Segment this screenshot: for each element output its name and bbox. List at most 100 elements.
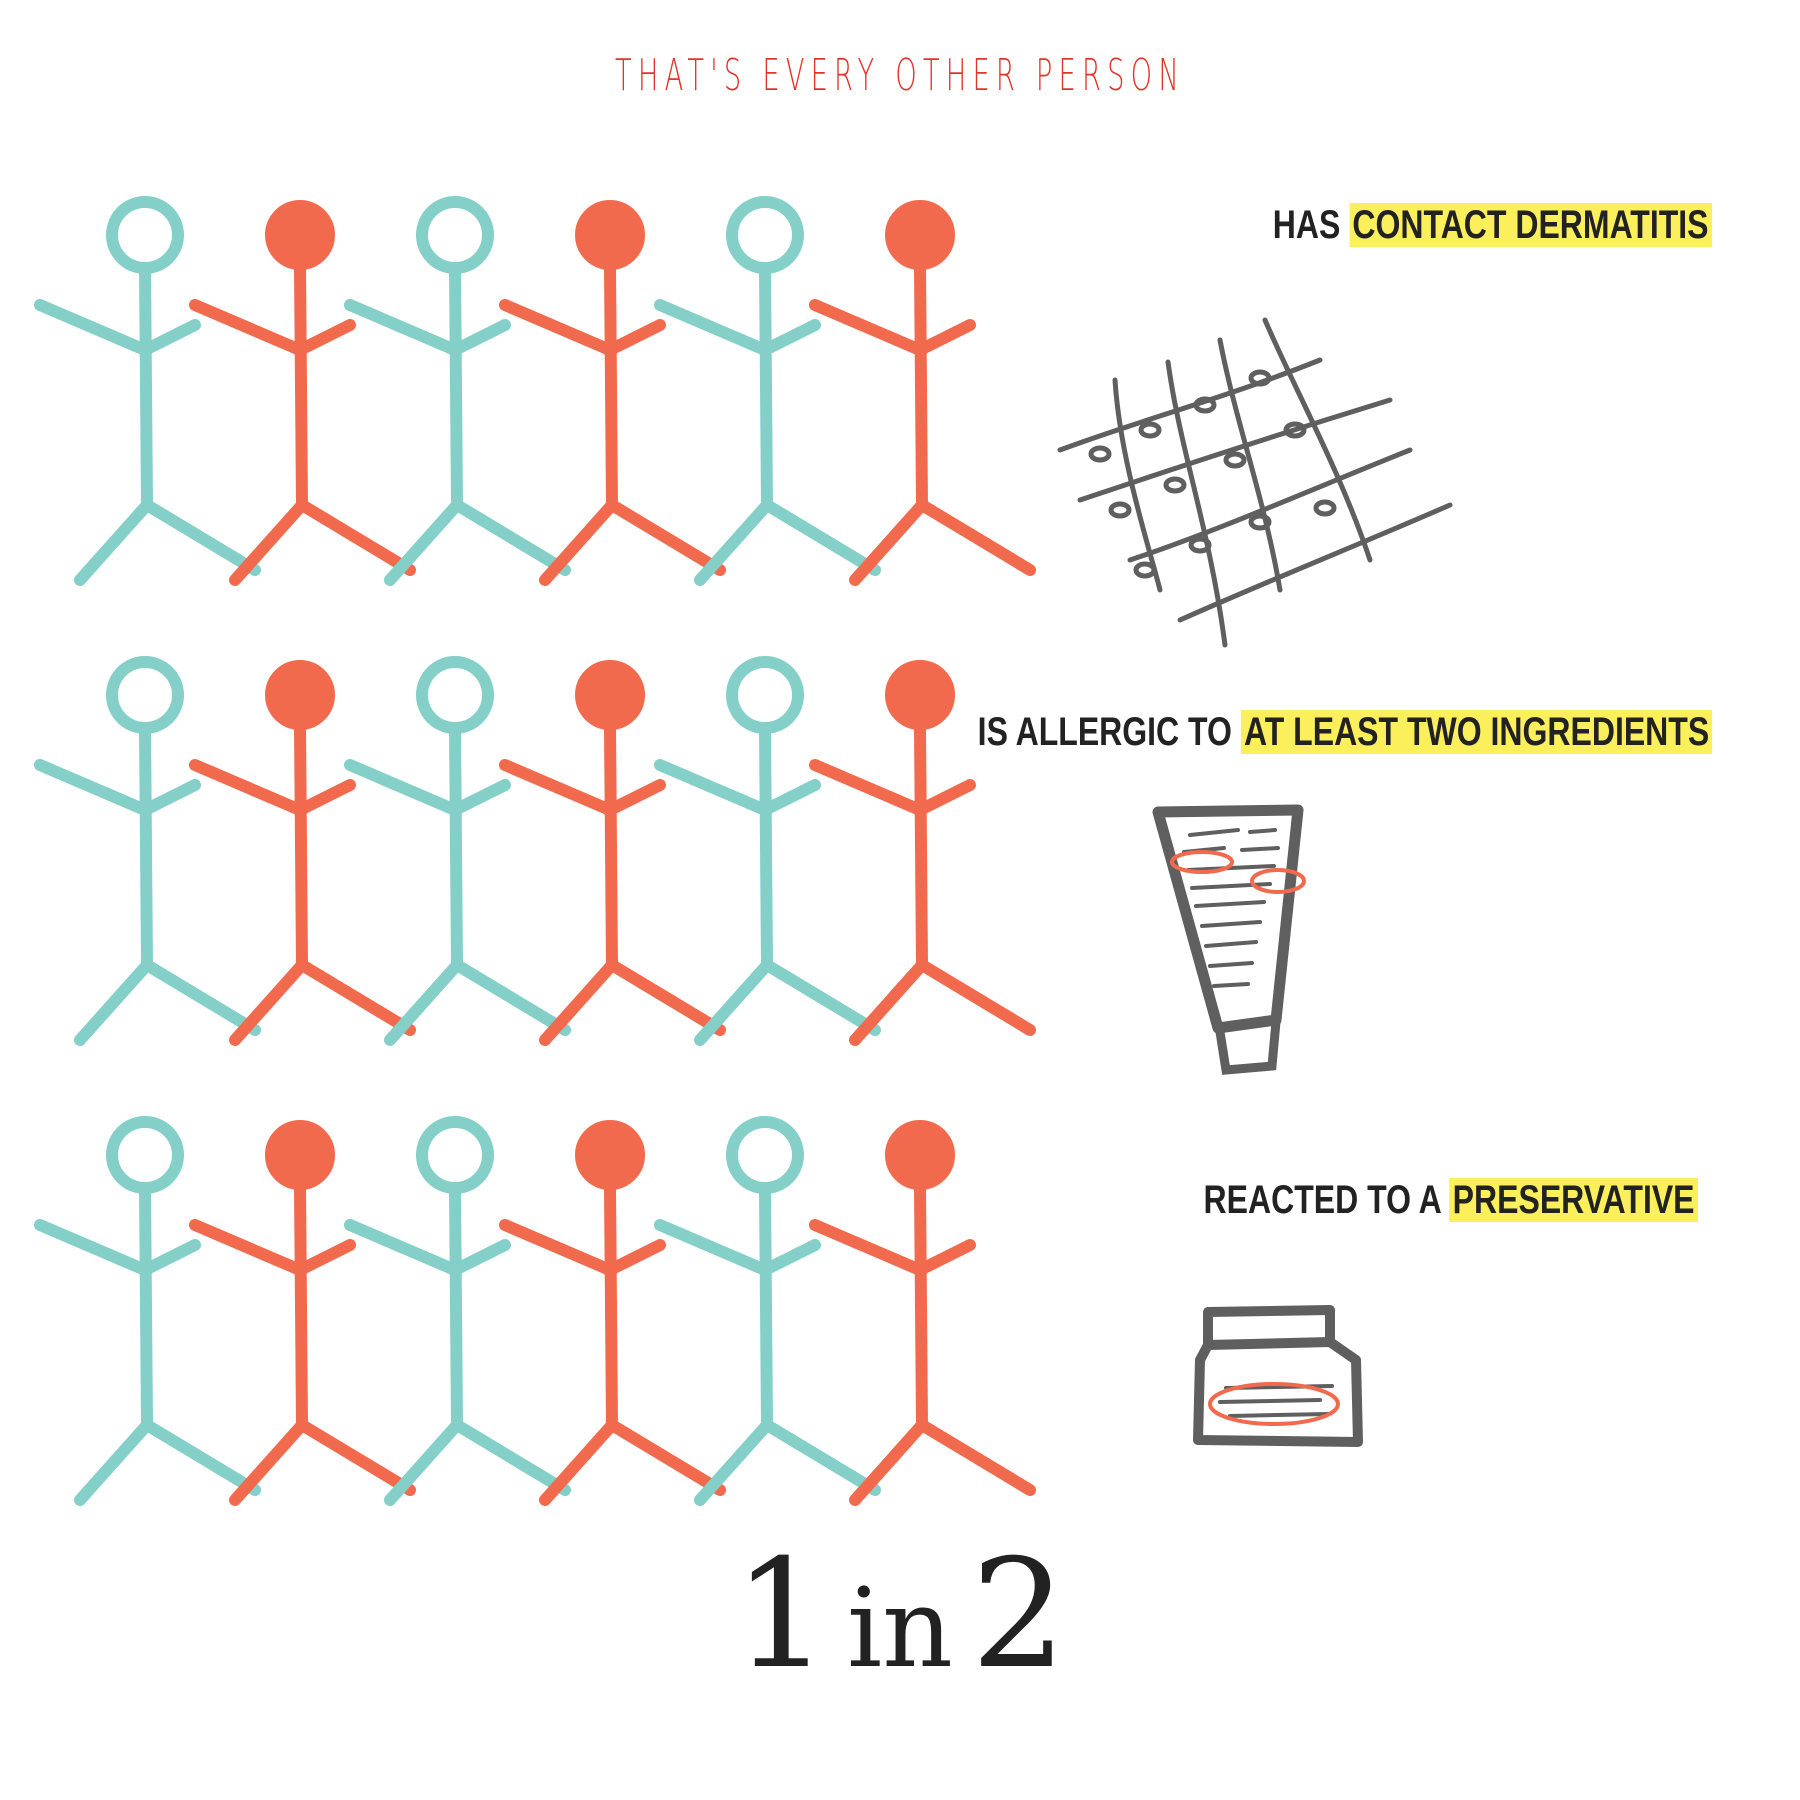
figure-right-arm [449, 1239, 511, 1276]
figure-body [914, 722, 928, 971]
stick-figure-grid [34, 196, 1036, 1506]
figure-right-arm [914, 779, 976, 816]
figure-left-leg [74, 1419, 153, 1506]
ratio-one: 1 [733, 1528, 829, 1702]
figure-left-leg [384, 1419, 463, 1506]
header-title: THAT'S EVERY OTHER PERSON [615, 50, 1185, 101]
figure-right-arm [294, 779, 356, 816]
stick-figure-orange [809, 200, 1036, 586]
figure-right-arm [759, 319, 821, 356]
figure-body [449, 1182, 463, 1431]
figure-left-leg [229, 499, 308, 586]
figure-right-arm [604, 779, 666, 816]
stick-figure-orange [189, 1120, 416, 1506]
figure-body [449, 722, 463, 971]
figure-body [759, 722, 773, 971]
figure-head [885, 200, 955, 270]
figure-left-arm [654, 759, 771, 816]
figure-right-arm [914, 1239, 976, 1276]
statement-preservative: REACTED TO A PRESERVATIVE [1204, 1178, 1698, 1223]
figure-left-arm [809, 1219, 926, 1276]
figure-head [575, 660, 645, 730]
figure-right-leg [451, 1419, 571, 1496]
stick-figure-orange [809, 1120, 1036, 1506]
figure-head [726, 656, 804, 734]
figure-head [416, 656, 494, 734]
figure-right-leg [761, 1419, 881, 1496]
cream-tube-icon [1152, 804, 1306, 1075]
stick-figure-teal [654, 196, 881, 586]
figure-right-leg [296, 959, 416, 1036]
figure-body [139, 1182, 153, 1431]
figure-left-arm [499, 299, 616, 356]
figure-right-leg [606, 499, 726, 576]
figure-left-arm [809, 759, 926, 816]
figure-body [759, 262, 773, 511]
figure-head [416, 1116, 494, 1194]
figure-body [759, 1182, 773, 1431]
figure-left-leg [694, 499, 773, 586]
figure-body [449, 262, 463, 511]
figure-right-leg [296, 1419, 416, 1496]
figure-left-leg [74, 499, 153, 586]
stick-figure-orange [189, 660, 416, 1046]
statement-prefix: IS ALLERGIC TO [977, 710, 1241, 754]
figure-right-arm [449, 779, 511, 816]
statement-prefix: HAS [1273, 203, 1350, 247]
figure-left-leg [539, 1419, 618, 1506]
stick-figure-teal [34, 1116, 261, 1506]
figure-body [604, 1182, 618, 1431]
stick-figure-orange [499, 1120, 726, 1506]
figure-head [265, 660, 335, 730]
figure-left-arm [809, 299, 926, 356]
figure-left-leg [849, 499, 928, 586]
figure-right-arm [759, 779, 821, 816]
figure-body [294, 722, 308, 971]
stick-figure-teal [34, 656, 261, 1046]
figure-right-leg [761, 499, 881, 576]
figure-body [914, 1182, 928, 1431]
figure-head [726, 196, 804, 274]
skin-grid-icon [1057, 317, 1453, 648]
figure-head [106, 1116, 184, 1194]
statement-highlight: PRESERVATIVE [1449, 1178, 1698, 1222]
figure-head [106, 656, 184, 734]
stick-figure-teal [654, 1116, 881, 1506]
figure-right-leg [141, 499, 261, 576]
stick-figure-orange [499, 660, 726, 1046]
figure-left-arm [344, 759, 461, 816]
stick-figure-teal [344, 656, 571, 1046]
figure-left-arm [499, 759, 616, 816]
statement-prefix: REACTED TO A [1203, 1178, 1450, 1222]
statement-contact-dermatitis: HAS CONTACT DERMATITIS [1273, 203, 1712, 248]
stick-figure-teal [654, 656, 881, 1046]
statement-highlight: AT LEAST TWO INGREDIENTS [1240, 710, 1712, 754]
figure-head [106, 196, 184, 274]
figure-right-leg [141, 959, 261, 1036]
figure-right-leg [606, 959, 726, 1036]
figure-left-leg [694, 1419, 773, 1506]
figure-head [265, 1120, 335, 1190]
figure-left-leg [694, 959, 773, 1046]
figure-right-leg [296, 499, 416, 576]
figure-body [294, 1182, 308, 1431]
figure-right-arm [139, 319, 201, 356]
figure-head [416, 196, 494, 274]
figure-body [139, 262, 153, 511]
figure-left-leg [229, 959, 308, 1046]
figure-right-leg [141, 1419, 261, 1496]
figure-right-leg [916, 1419, 1036, 1496]
figure-left-leg [74, 959, 153, 1046]
figure-head [885, 660, 955, 730]
statement-highlight: CONTACT DERMATITIS [1349, 203, 1712, 247]
figure-right-arm [604, 1239, 666, 1276]
figure-right-arm [449, 319, 511, 356]
stick-figure-orange [809, 660, 1036, 1046]
figure-left-arm [34, 759, 151, 816]
figure-left-leg [384, 959, 463, 1046]
ratio-two: 2 [971, 1528, 1067, 1702]
figure-head [885, 1120, 955, 1190]
figure-left-arm [654, 1219, 771, 1276]
figure-left-arm [189, 1219, 306, 1276]
